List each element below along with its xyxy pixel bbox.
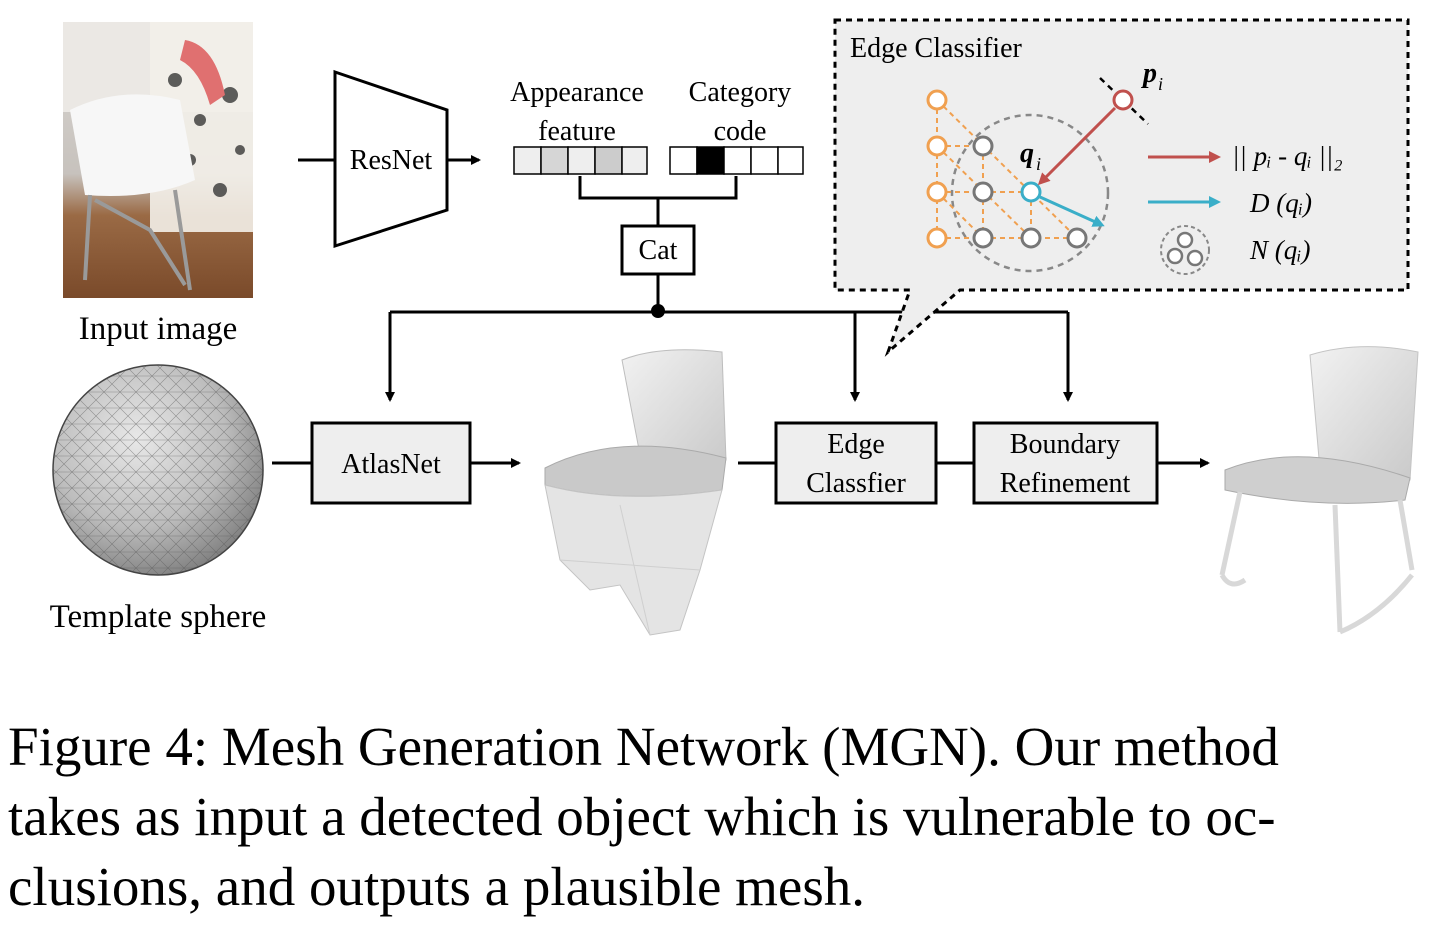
legend-n: N (qᵢ)	[1249, 235, 1311, 265]
refined-chair-mesh	[1219, 346, 1419, 635]
distance-arrow	[1037, 106, 1117, 186]
input-image	[63, 22, 253, 298]
edge-classifier-inset	[833, 18, 1410, 357]
resnet-label: ResNet	[350, 145, 433, 176]
direction-arrow	[1039, 195, 1105, 227]
boundary-refinement-box-line2: Refinement	[1000, 468, 1131, 499]
caption-line-3: clusions, and outputs a plausible mesh.	[8, 856, 865, 917]
caption-line-2: takes as input a detected object which i…	[8, 786, 1276, 847]
label-q-sub: i	[1036, 154, 1041, 174]
inset-title: Edge Classifier	[850, 33, 1023, 64]
point-p	[1112, 89, 1134, 111]
cat-label: Cat	[639, 235, 678, 266]
label-p: p	[1141, 58, 1157, 89]
boundary-refinement-block	[972, 421, 1159, 505]
boundary-refinement-box-line1: Boundary	[1010, 429, 1120, 460]
coarse-chair-mesh	[544, 349, 727, 636]
label-q: q	[1020, 138, 1034, 169]
edge-classifier-box-line1: Edge	[827, 429, 885, 460]
category-code-vector	[669, 146, 804, 175]
category-code-label-line2: code	[714, 116, 767, 147]
template-sphere-label: Template sphere	[50, 599, 267, 635]
label-p-sub: i	[1158, 74, 1163, 94]
vertex-q	[1020, 181, 1042, 203]
edge-classifier-block	[774, 421, 938, 505]
mgn-figure: Input image Template sphere ResNet Appea…	[50, 18, 1419, 636]
caption-line-1: Figure 4: Mesh Generation Network (MGN).…	[8, 716, 1279, 777]
atlasnet-label: AtlasNet	[341, 449, 441, 480]
category-code-label-line1: Category	[689, 77, 792, 108]
appearance-feature-label-line1: Appearance	[510, 77, 644, 108]
legend-neighborhood-icon	[1160, 225, 1210, 275]
appearance-feature-vector	[513, 146, 648, 175]
input-image-label: Input image	[79, 311, 238, 347]
diagram-canvas: Input image Template sphere ResNet Appea…	[50, 18, 1419, 636]
legend-distance: || pᵢ - qᵢ ||₂	[1232, 141, 1343, 171]
legend-d: D (qᵢ)	[1249, 188, 1312, 218]
atlasnet-block	[310, 421, 472, 505]
resnet-block	[333, 69, 449, 249]
edge-classifier-box-line2: Classfier	[806, 468, 906, 499]
figure-caption: Figure 4: Mesh Generation Network (MGN).…	[8, 712, 1423, 922]
template-sphere	[52, 364, 264, 576]
appearance-feature-label-line2: feature	[538, 116, 616, 147]
mesh-vertices	[926, 89, 1088, 249]
neighborhood-circle	[950, 113, 1110, 273]
